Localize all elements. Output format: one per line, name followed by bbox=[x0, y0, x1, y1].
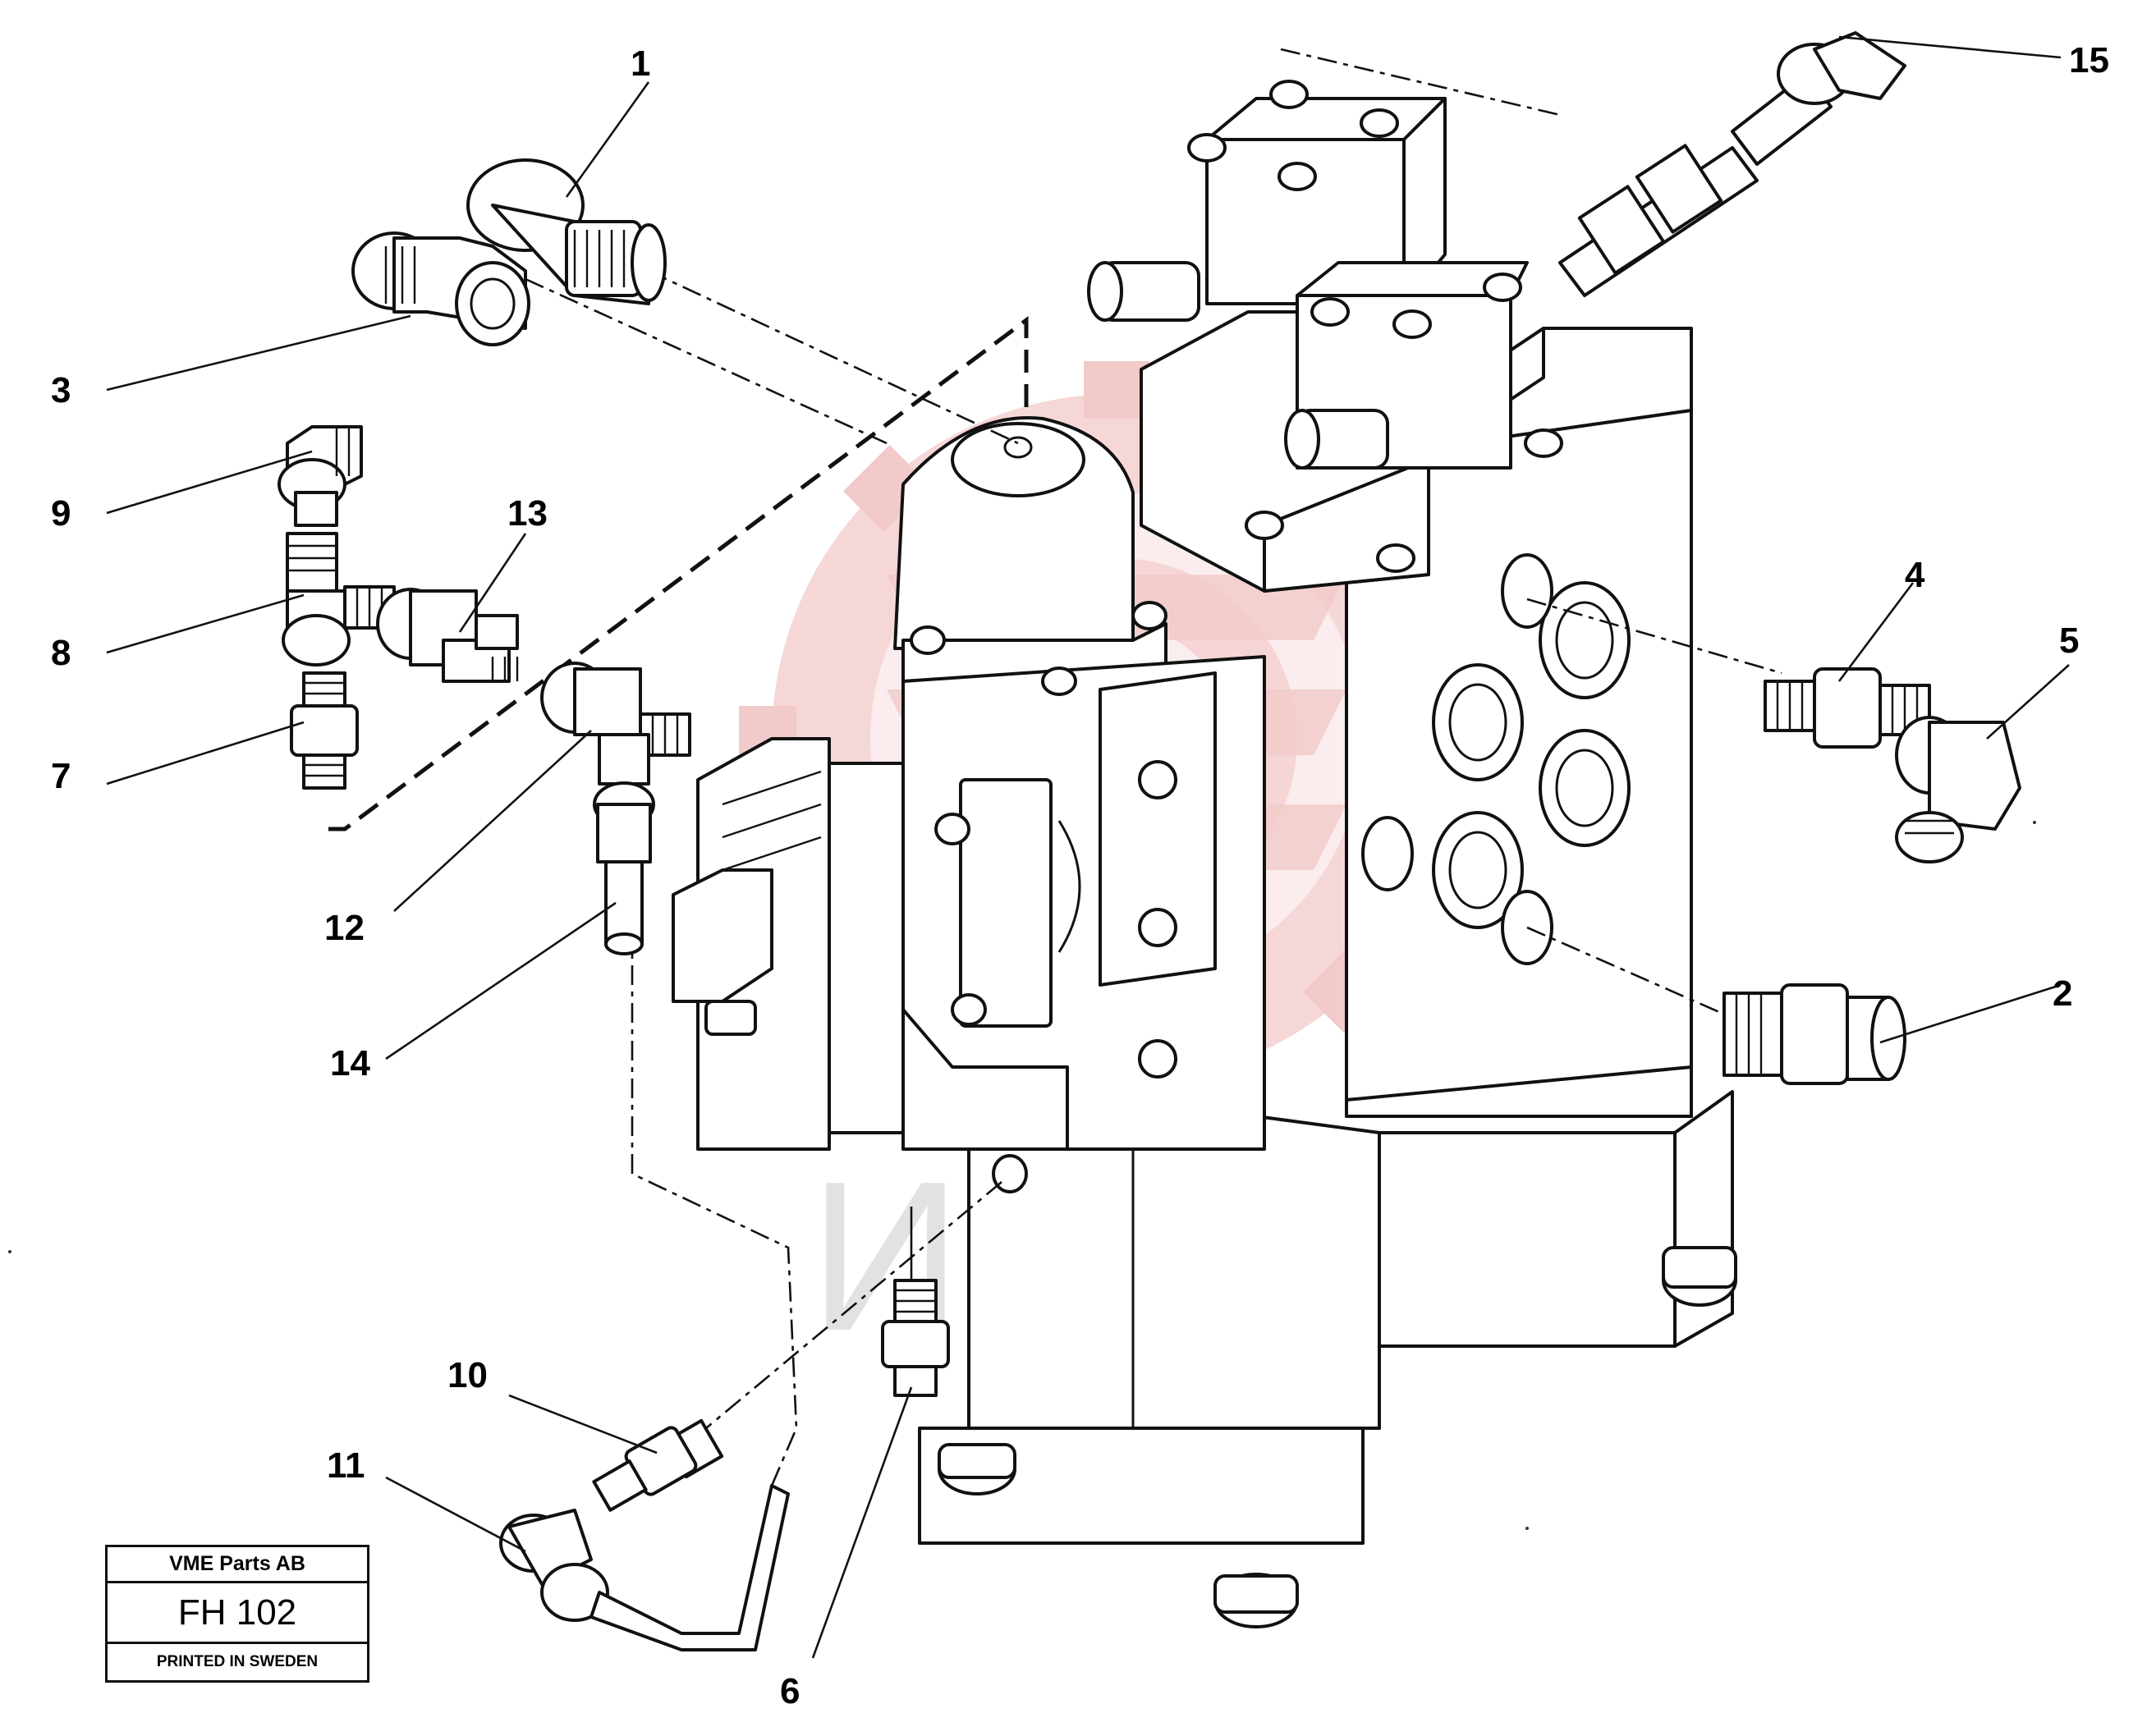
fitting-part-15 bbox=[1558, 31, 1906, 297]
cartridge-plug bbox=[1087, 261, 1200, 322]
callout-3: 3 bbox=[51, 370, 71, 410]
callout-10: 10 bbox=[447, 1355, 488, 1395]
callout-5: 5 bbox=[2059, 621, 2079, 661]
callout-leaders bbox=[106, 35, 2070, 1659]
fitting-part-14 bbox=[593, 781, 655, 955]
callout-13: 13 bbox=[507, 493, 548, 534]
mount-bolt bbox=[938, 1443, 1016, 1496]
valve-block bbox=[672, 80, 1737, 1628]
title-block-printed: PRINTED IN SWEDEN bbox=[156, 1653, 319, 1670]
port-boss bbox=[1432, 663, 1524, 781]
port-boss bbox=[1539, 581, 1631, 699]
callout-2: 2 bbox=[2053, 973, 2072, 1014]
fitting-part-7 bbox=[290, 671, 359, 790]
callout-9: 9 bbox=[51, 493, 71, 534]
fitting-part-12 bbox=[540, 662, 691, 786]
callout-labels: 1 2 3 4 5 6 7 8 9 10 11 12 13 14 15 bbox=[51, 40, 2109, 1711]
fitting-part-5 bbox=[1895, 716, 2021, 863]
callout-12: 12 bbox=[324, 908, 365, 948]
title-block: VME Parts AB FH 102 PRINTED IN SWEDEN bbox=[105, 1545, 369, 1683]
fitting-part-1 bbox=[466, 158, 667, 305]
callout-1: 1 bbox=[631, 44, 650, 84]
fitting-part-3 bbox=[351, 231, 530, 346]
port-boss bbox=[1432, 811, 1524, 929]
callout-7: 7 bbox=[51, 756, 71, 796]
callout-6: 6 bbox=[780, 1671, 800, 1711]
fitting-part-8 bbox=[282, 532, 396, 666]
fitting-part-6 bbox=[881, 1279, 950, 1397]
callout-8: 8 bbox=[51, 633, 71, 673]
callout-15: 15 bbox=[2069, 40, 2109, 80]
title-block-company: VME Parts AB bbox=[108, 1547, 367, 1583]
mount-bolt bbox=[1213, 1573, 1299, 1628]
cartridge-bolts bbox=[1187, 80, 1563, 573]
mount-bolt bbox=[1662, 1246, 1737, 1307]
port-boss bbox=[1539, 729, 1631, 847]
callout-4: 4 bbox=[1905, 555, 1925, 595]
fitting-part-11 bbox=[499, 1484, 790, 1651]
fitting-part-10 bbox=[592, 1418, 724, 1512]
fitting-part-9 bbox=[278, 425, 363, 527]
cartridge-plug bbox=[1284, 409, 1389, 469]
callout-14: 14 bbox=[330, 1043, 370, 1083]
fitting-part-2 bbox=[1723, 983, 1906, 1085]
title-block-code: FH 102 bbox=[108, 1583, 367, 1644]
callout-11: 11 bbox=[327, 1445, 365, 1486]
fitting-part-13 bbox=[376, 588, 519, 683]
